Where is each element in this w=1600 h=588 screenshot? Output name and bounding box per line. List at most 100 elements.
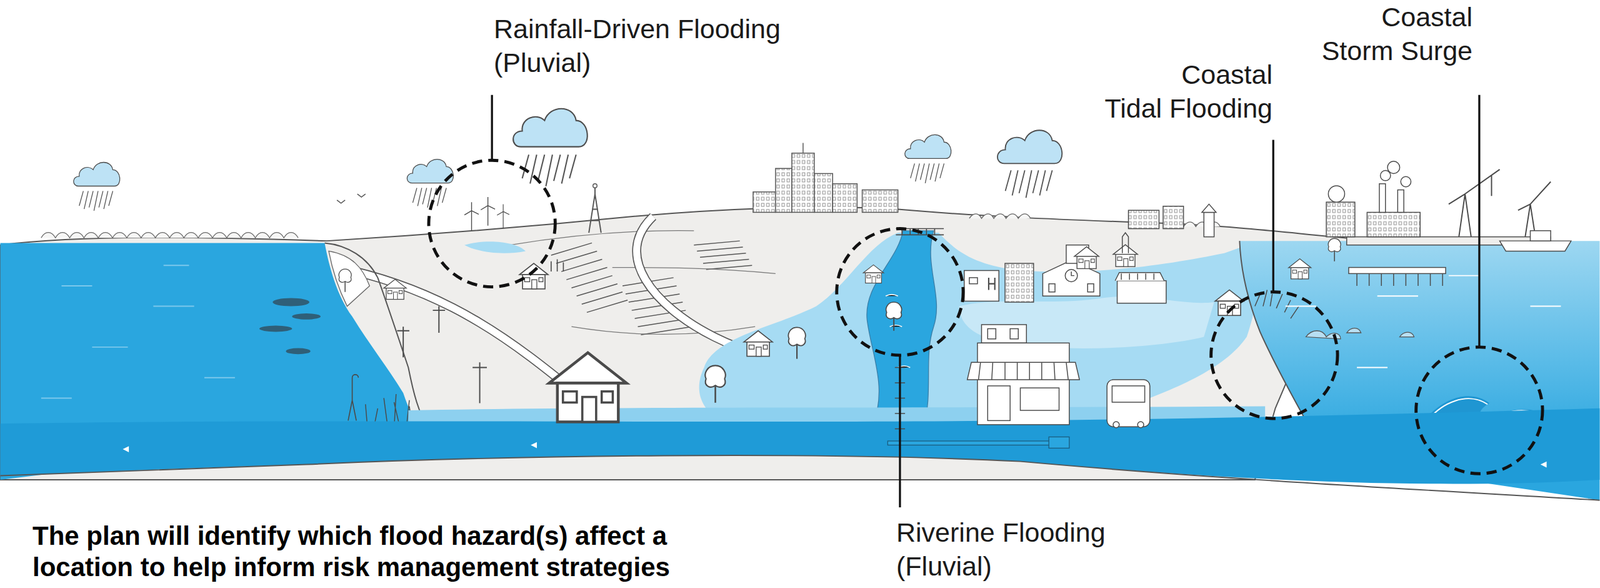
caption-text: The plan will identify which flood hazar… [32, 520, 670, 583]
houses-and-trees-part [1288, 258, 1312, 279]
hazard-label: Coastal Storm Surge [1321, 0, 1473, 68]
port-industry-part [1400, 176, 1411, 187]
town-buildings-part [1115, 272, 1164, 281]
town-buildings-part [1087, 283, 1094, 292]
hilltop-city [336, 142, 899, 233]
port-industry-part [1348, 267, 1446, 274]
left-ocean-part [328, 250, 370, 306]
houses-and-trees-part [886, 301, 902, 331]
town-buildings-part [969, 277, 978, 284]
turbines-and-farm-part [396, 306, 487, 404]
hazard-callout-circles-part [1211, 291, 1338, 419]
caption-text-box: The plan will identify which flood hazar… [32, 520, 670, 583]
town-buildings-part [978, 361, 1069, 380]
crop-fields-part [551, 242, 628, 312]
houses-and-trees-part [705, 365, 725, 402]
ground-water [0, 356, 1600, 500]
left-ocean-part [325, 242, 429, 429]
rain-clouds [73, 108, 1063, 211]
hilltop-city-part [775, 168, 792, 212]
land-part [41, 232, 299, 239]
hazard-callout-circles-part [836, 228, 964, 355]
hazard-callout-circles-part [428, 160, 555, 287]
leader-lines-part [491, 95, 494, 160]
town-buildings-part [1203, 211, 1214, 237]
ground-water-part [122, 441, 1547, 468]
town-buildings-part [1111, 385, 1145, 402]
town-buildings-part [1128, 210, 1159, 229]
houses-and-trees [338, 238, 1341, 422]
town-buildings-part [1163, 206, 1184, 229]
hilltop-city-part [814, 173, 833, 212]
houses-and-trees-part [863, 264, 884, 283]
town-buildings-part [964, 270, 999, 301]
hazard-label: Rainfall-Driven Flooding (Pluvial) [493, 11, 781, 80]
port-industry-part [1379, 183, 1386, 213]
hilltop-city-part [832, 183, 857, 213]
town-buildings-part [1121, 273, 1154, 280]
leader-lines [491, 95, 1480, 507]
turbines-and-farm-part [464, 201, 479, 231]
port-industry-part [1387, 161, 1400, 174]
left-ocean-part-part [286, 347, 311, 354]
town-buildings-part [1122, 232, 1129, 254]
left-ocean-part-part [291, 313, 321, 320]
leader-lines-part [1478, 95, 1480, 347]
hazard-label-box: Coastal Storm Surge [1321, 0, 1473, 68]
ground-water-part [0, 408, 1600, 484]
turbines-and-farm-part [480, 196, 495, 226]
town-buildings-part [1201, 203, 1217, 212]
turbines-and-farm-part [496, 203, 510, 229]
crop-fields-part [693, 240, 752, 270]
town-buildings-part [1071, 271, 1075, 276]
port-industry-part [1448, 169, 1500, 237]
hilltop-city-part [336, 193, 366, 204]
town-buildings [964, 203, 1217, 427]
houses-and-trees-part [1328, 238, 1341, 262]
leader-lines-part [898, 355, 901, 507]
left-ocean-part [259, 298, 321, 355]
port-industry-part [1518, 181, 1551, 237]
river [866, 228, 944, 427]
turbines-and-farm-part [383, 278, 407, 299]
ground-water-part [1048, 436, 1070, 448]
town-buildings-part [987, 385, 1010, 420]
port-industry-part [1366, 211, 1420, 237]
rain-clouds-part [997, 130, 1062, 198]
river-part [866, 230, 937, 427]
town-buildings-part [977, 342, 1070, 425]
port-industry-part [1530, 230, 1551, 241]
turbines-and-farm-part [519, 263, 549, 289]
town-buildings-part [1117, 280, 1167, 304]
town-buildings-part [1113, 421, 1120, 428]
left-ocean-part [348, 374, 359, 420]
hilltop-city-part [593, 183, 598, 189]
hilltop-city-part [588, 186, 602, 233]
port-industry-part [1356, 273, 1443, 286]
rain-clouds-part [905, 134, 952, 183]
turbines-and-farm [383, 196, 564, 404]
houses-and-trees-part [338, 268, 352, 292]
port-industry-part [1397, 190, 1404, 213]
town-buildings-part [1137, 421, 1144, 428]
town-buildings-part [1106, 379, 1150, 427]
flooded-town-area-part [959, 296, 1215, 349]
town-buildings-part [1020, 387, 1060, 410]
town-buildings-part [1113, 244, 1138, 267]
hazard-label-box: Riverine Flooding (Fluvial) [896, 515, 1106, 583]
leader-lines-part [1272, 140, 1275, 292]
port-industry-part [1326, 201, 1355, 237]
town-buildings-part [988, 277, 995, 290]
hazard-label: Riverine Flooding (Fluvial) [896, 515, 1106, 583]
left-ocean-part-part [272, 298, 310, 307]
left-ocean-part [41, 265, 235, 398]
town-buildings-part [987, 328, 996, 339]
town-buildings-part [967, 361, 1080, 380]
crop-fields-part [622, 277, 692, 335]
ground-water-part [0, 455, 1600, 500]
town-buildings-part [1065, 269, 1078, 282]
hilltop-city-part [753, 191, 776, 213]
rain-clouds-part [513, 108, 588, 187]
left-ocean-part-part [259, 325, 292, 332]
